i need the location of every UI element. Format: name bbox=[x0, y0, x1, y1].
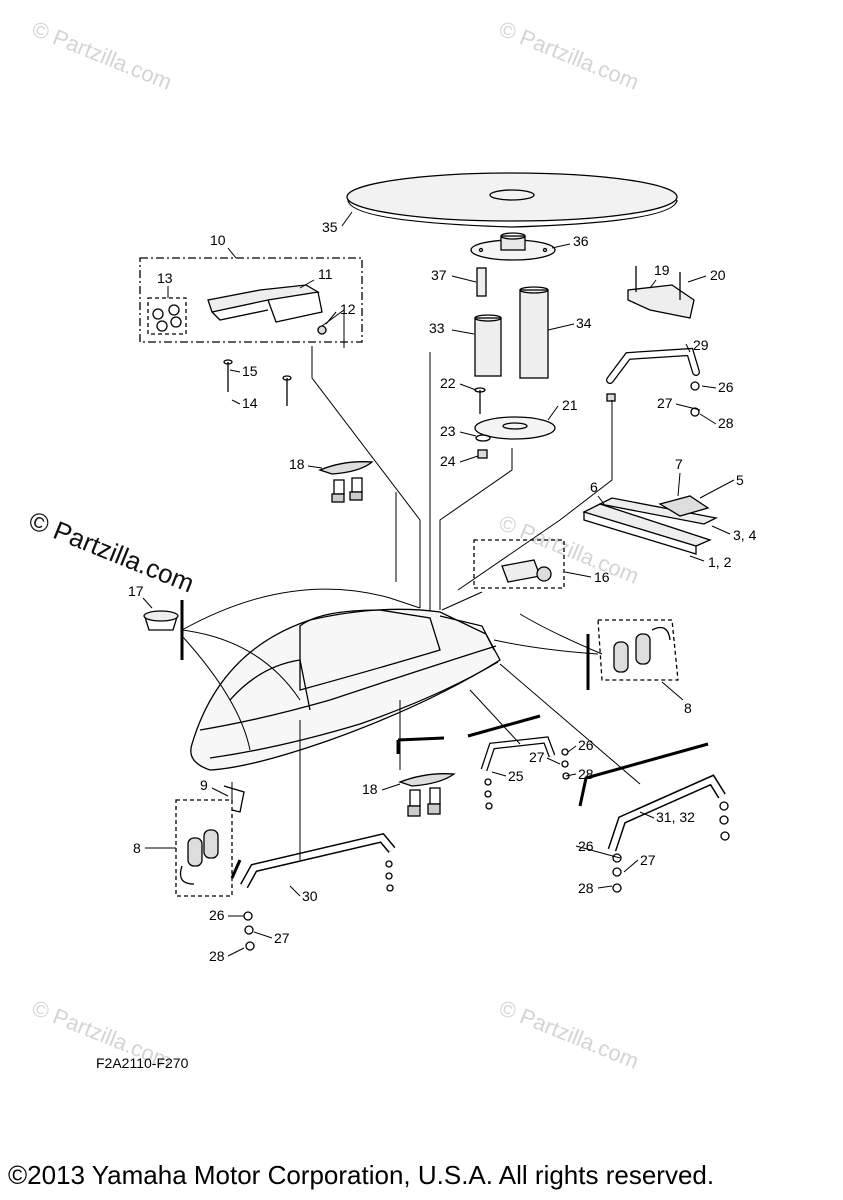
callout-35: 35 bbox=[322, 219, 338, 235]
callout-3-4: 3, 4 bbox=[733, 527, 757, 543]
callout-28-b: 28 bbox=[578, 766, 594, 782]
part-18-cleat-bottom[interactable] bbox=[398, 773, 456, 817]
callout-26-c: 26 bbox=[578, 838, 594, 854]
part-18-cleat-top[interactable] bbox=[318, 461, 374, 503]
diagram-code: F2A2110-F270 bbox=[96, 1055, 189, 1071]
callout-28-c: 28 bbox=[578, 880, 594, 896]
part-34-tube[interactable] bbox=[519, 286, 549, 379]
callout-26-d: 26 bbox=[209, 907, 225, 923]
callout-16: 16 bbox=[594, 569, 610, 585]
callout-37: 37 bbox=[431, 267, 447, 283]
callout-17: 17 bbox=[128, 583, 144, 599]
part-30-rail[interactable] bbox=[240, 832, 396, 889]
callout-1-2: 1, 2 bbox=[708, 554, 732, 570]
callout-25: 25 bbox=[508, 768, 524, 784]
callout-13: 13 bbox=[157, 270, 173, 286]
callout-34: 34 bbox=[576, 315, 592, 331]
callout-15: 15 bbox=[242, 363, 258, 379]
copyright-notice: ©2013 Yamaha Motor Corporation, U.S.A. A… bbox=[8, 1160, 715, 1190]
part-9-bracket[interactable] bbox=[223, 785, 245, 813]
callout-33: 33 bbox=[429, 320, 445, 336]
callout-27-c: 27 bbox=[640, 852, 656, 868]
callout-26-a: 26 bbox=[718, 379, 734, 395]
callout-22: 22 bbox=[440, 375, 456, 391]
part-37-pin[interactable] bbox=[476, 267, 487, 297]
callout-36: 36 bbox=[573, 233, 589, 249]
group-10-box bbox=[139, 257, 363, 343]
callout-20: 20 bbox=[710, 267, 726, 283]
callout-12: 12 bbox=[340, 301, 356, 317]
callout-27-a: 27 bbox=[657, 395, 673, 411]
part-8-left-group[interactable] bbox=[175, 799, 233, 897]
callout-23: 23 bbox=[440, 423, 456, 439]
group-16-box bbox=[473, 539, 565, 589]
callout-11: 11 bbox=[318, 266, 333, 282]
part-1-2-rail[interactable] bbox=[582, 497, 719, 555]
part-19-bracket[interactable] bbox=[627, 284, 695, 319]
part-17-cupholder[interactable] bbox=[143, 610, 179, 631]
callout-27-d: 27 bbox=[274, 930, 290, 946]
callout-18-bottom: 18 bbox=[362, 781, 378, 797]
part-8-right-group[interactable] bbox=[597, 619, 679, 681]
callout-8-right: 8 bbox=[684, 700, 692, 716]
callout-19: 19 bbox=[654, 262, 670, 278]
callout-21: 21 bbox=[562, 397, 578, 413]
part-21-base[interactable] bbox=[474, 416, 556, 440]
part-12-screw[interactable] bbox=[317, 325, 327, 335]
callout-10: 10 bbox=[210, 232, 226, 248]
part-11-bracket[interactable] bbox=[207, 284, 323, 323]
callout-26-b: 26 bbox=[578, 737, 594, 753]
callout-14: 14 bbox=[242, 395, 258, 411]
callout-29: 29 bbox=[693, 337, 709, 353]
callout-6: 6 bbox=[590, 479, 598, 495]
callout-31-32: 31, 32 bbox=[656, 809, 695, 825]
callout-24: 24 bbox=[440, 453, 456, 469]
boat-hull bbox=[190, 608, 501, 771]
part-33-tube[interactable] bbox=[474, 314, 502, 377]
drawing-lines bbox=[139, 172, 730, 951]
callout-5: 5 bbox=[736, 472, 744, 488]
callout-9: 9 bbox=[200, 777, 208, 793]
callout-30: 30 bbox=[302, 888, 318, 904]
callout-7: 7 bbox=[675, 456, 683, 472]
callout-27-b: 27 bbox=[529, 749, 545, 765]
part-35-cover[interactable] bbox=[346, 172, 678, 222]
callout-18-top: 18 bbox=[289, 456, 305, 472]
callout-28-a: 28 bbox=[718, 415, 734, 431]
part-7-plate[interactable] bbox=[658, 495, 710, 517]
callout-28-d: 28 bbox=[209, 948, 225, 964]
callout-8-left: 8 bbox=[133, 840, 141, 856]
part-13-bushings[interactable] bbox=[147, 297, 187, 335]
